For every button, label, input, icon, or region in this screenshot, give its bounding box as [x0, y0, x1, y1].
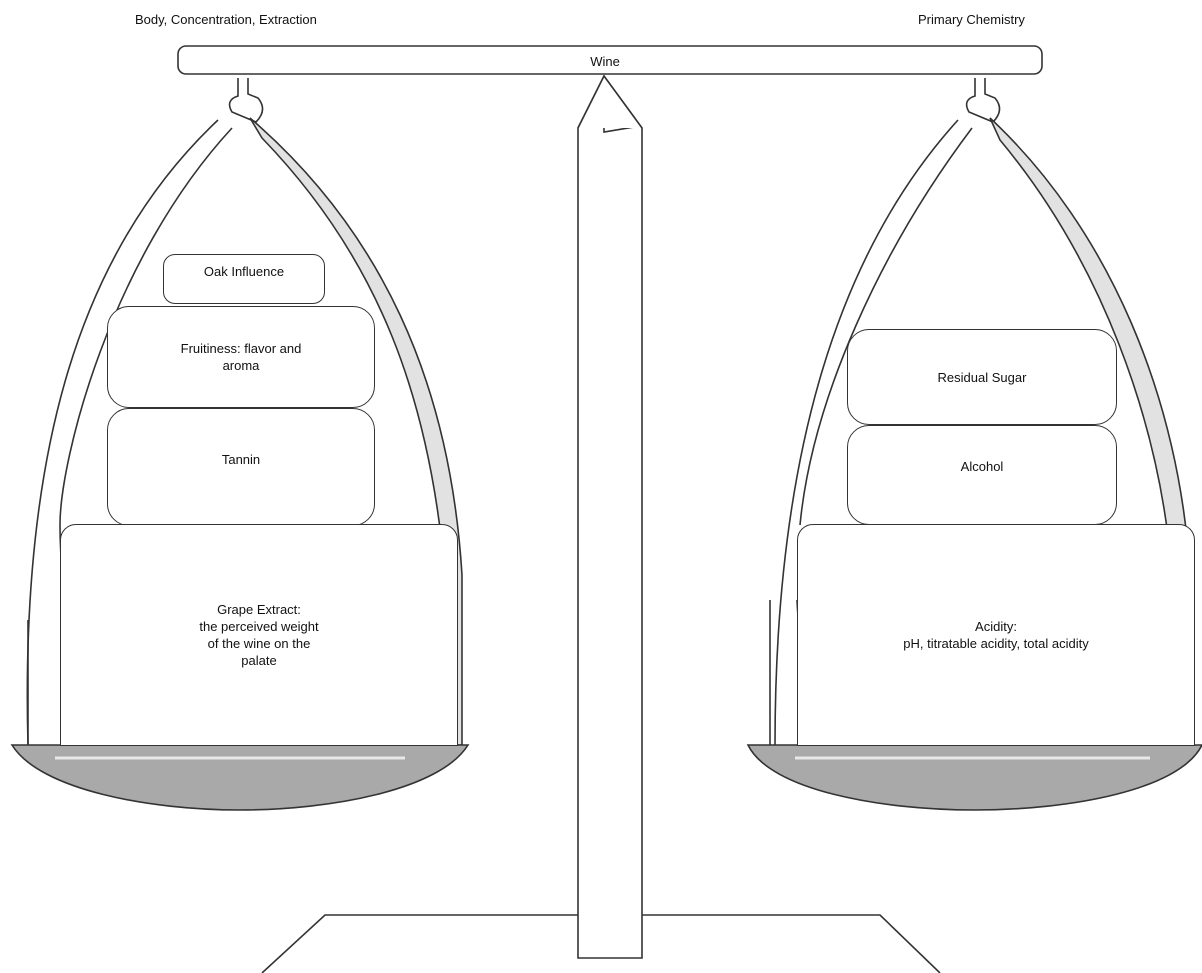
- scale-post: [577, 74, 643, 959]
- right-cage-outer-left: [774, 119, 959, 746]
- block-tannin: Tannin: [107, 408, 375, 526]
- block-oak-influence: Oak Influence: [163, 254, 325, 304]
- block-alcohol: Alcohol: [847, 425, 1117, 525]
- block-label: Grape Extract: the perceived weight of t…: [199, 602, 319, 668]
- right-cage-inner-left: [799, 127, 973, 526]
- left-hook: [228, 78, 264, 123]
- block-label: Tannin: [221, 452, 261, 467]
- block-grape-extract: Grape Extract: the perceived weight of t…: [60, 524, 458, 746]
- block-label: Oak Influence: [203, 264, 285, 279]
- beam-label: Wine: [590, 54, 620, 69]
- right-side-title: Primary Chemistry: [918, 12, 1025, 27]
- block-label: Alcohol: [960, 459, 1004, 474]
- left-side-title: Body, Concentration, Extraction: [135, 12, 317, 27]
- scale-beam: [177, 45, 1043, 75]
- block-residual-sugar: Residual Sugar: [847, 329, 1117, 425]
- right-pan: [746, 744, 1202, 811]
- block-label: Acidity: pH, titratable acidity, total a…: [903, 619, 1089, 651]
- right-hook: [965, 78, 1001, 123]
- left-pan: [10, 744, 470, 811]
- block-label: Residual Sugar: [937, 369, 1027, 385]
- block-label: Fruitiness: flavor and aroma: [180, 341, 302, 373]
- left-cage-inner-left: [59, 127, 233, 526]
- block-acidity: Acidity: pH, titratable acidity, total a…: [797, 524, 1195, 746]
- block-fruitiness: Fruitiness: flavor and aroma: [107, 306, 375, 408]
